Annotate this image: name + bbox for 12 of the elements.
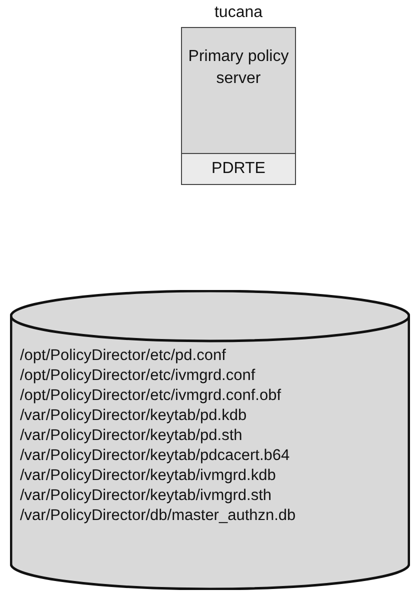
file-path: /var/PolicyDirector/keytab/ivmgrd.sth: [20, 486, 273, 506]
host-name: tucana: [213, 4, 264, 22]
server-label: Primary policy server: [187, 47, 290, 89]
runtime-box: PDRTE: [181, 153, 296, 185]
file-path: /var/PolicyDirector/keytab/pdcacert.b64: [20, 446, 291, 466]
file-path: /var/PolicyDirector/keytab/pd.kdb: [20, 406, 248, 426]
file-path: /opt/PolicyDirector/etc/ivmgrd.conf.obf: [20, 386, 282, 406]
file-path: /opt/PolicyDirector/etc/pd.conf: [20, 346, 227, 366]
file-path: /var/PolicyDirector/keytab/pd.sth: [20, 426, 244, 446]
file-path: /opt/PolicyDirector/etc/ivmgrd.conf: [20, 366, 256, 386]
file-path: /var/PolicyDirector/keytab/ivmgrd.kdb: [20, 466, 277, 486]
file-path: /var/PolicyDirector/db/master_authzn.db: [20, 506, 296, 526]
